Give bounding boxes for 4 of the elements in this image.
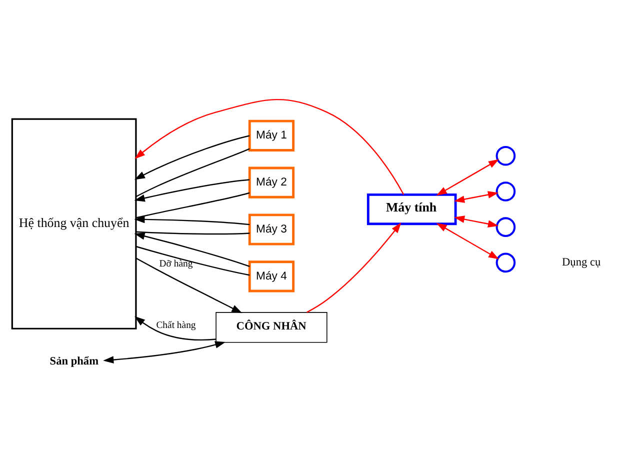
edge-label: Chất hàng xyxy=(156,319,196,330)
label: Dụng cụ xyxy=(562,256,601,268)
node-text: Sản phẩm xyxy=(50,354,99,367)
edge-label: Dỡ hàng xyxy=(159,258,193,269)
